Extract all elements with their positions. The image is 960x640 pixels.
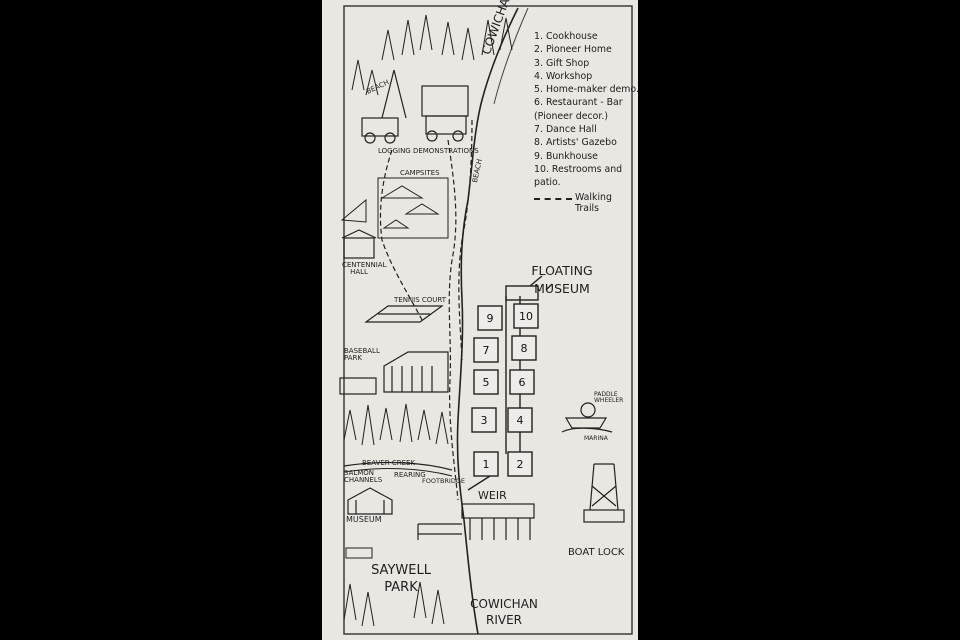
- label-boat-lock: BOAT LOCK: [568, 547, 625, 558]
- legend-item: 10. Restrooms and patio.: [534, 163, 623, 189]
- label-logging-demonstrations: LOGGING DEMONSTRATIONS: [378, 147, 479, 155]
- pontoon-10: [513, 303, 539, 329]
- walking-trail-main: [447, 139, 459, 501]
- legend-item: 7. Dance Hall: [534, 124, 597, 136]
- label-tennis-court: TENNIS COURT: [394, 296, 447, 304]
- map-border: [343, 5, 633, 635]
- legend-walking-trails-label: Walking Trails: [575, 191, 612, 214]
- pontoon-4: [507, 407, 533, 433]
- baseball-park-building: [339, 351, 449, 395]
- label-baseball-park: BASEBALL PARK: [344, 347, 380, 363]
- map-legend: 1. Cookhouse 2. Pioneer Home 3. Gift Sho…: [534, 30, 638, 214]
- pontoon-5: [473, 369, 499, 395]
- label-weir: WEIR: [478, 489, 507, 502]
- label-beaver-creek: BEAVER CREEK: [362, 459, 416, 467]
- pontoon-7: [473, 337, 499, 363]
- pontoon-number-5: 5: [483, 376, 490, 389]
- legend-item: 6. Restaurant - Bar (Pioneer decor.): [534, 97, 623, 122]
- legend-item: 1. Cookhouse: [534, 31, 598, 42]
- pontoon-8: [511, 335, 537, 361]
- pontoon-9: [477, 305, 503, 331]
- label-museum: MUSEUM: [346, 515, 382, 524]
- campsites-area: [340, 177, 449, 239]
- label-cowichan-river: COWICHAN RIVER: [470, 597, 538, 627]
- label-floating-museum: FLOATING MUSEUM: [531, 263, 593, 296]
- shoreline: [456, 7, 519, 635]
- label-centennial-hall: CENTENNIAL HALL: [342, 261, 387, 277]
- logging-area: [361, 69, 469, 144]
- pontoon-number-8: 8: [521, 342, 528, 355]
- centennial-hall-building: [341, 229, 377, 259]
- forest-bottom: [343, 547, 445, 627]
- map-drawing: 1 2 3 4 5 6 7 8 9 10: [339, 5, 633, 635]
- walking-trail-east: [458, 119, 473, 361]
- legend-item: 3. Gift Shop: [534, 57, 590, 69]
- legend-walking-trails: Walking Trails: [534, 192, 634, 214]
- label-paddle-wheeler: PADDLE WHEELER: [594, 391, 624, 405]
- legend-item: 4. Workshop: [534, 70, 593, 82]
- walking-trail-west: [379, 149, 423, 321]
- dashed-line-icon: [534, 197, 572, 200]
- label-salmon-channels: SALMON CHANNELS: [344, 469, 383, 485]
- map-sheet: 1 2 3 4 5 6 7 8 9 10 1. Cookhouse 2. Pio…: [322, 0, 638, 640]
- shoreline-inner: [493, 7, 529, 105]
- museum-building: [347, 487, 393, 515]
- pontoon-number-3: 3: [481, 414, 488, 427]
- weir-structure: [417, 503, 535, 540]
- tennis-court-drawing: [364, 305, 444, 323]
- forest-top: [351, 14, 513, 96]
- pontoon-boxes: [471, 303, 539, 477]
- legend-item: 2. Pioneer Home: [534, 44, 612, 56]
- label-campsites: CAMPSITES: [400, 169, 440, 177]
- pontoon-1: [473, 451, 499, 477]
- label-marina: MARINA: [584, 435, 608, 442]
- beaver-creek: [343, 461, 453, 471]
- pontoon-numbers: 1 2 3 4 5 6 7 8 9 10: [481, 310, 534, 471]
- label-rearing: REARING: [394, 471, 426, 479]
- legend-item: 9. Bunkhouse: [534, 150, 598, 162]
- pontoon-number-4: 4: [517, 414, 524, 427]
- pontoon-number-10: 10: [519, 310, 533, 323]
- boat-lock-structure: [583, 463, 625, 523]
- pontoon-number-6: 6: [519, 376, 526, 389]
- pontoon-number-2: 2: [517, 458, 524, 471]
- label-saywell-park: SAYWELL PARK: [371, 563, 431, 595]
- label-footbridge: FOOTBRIDGE: [422, 477, 465, 485]
- legend-item: 5. Home-maker demo.: [534, 84, 638, 96]
- pontoon-number-7: 7: [483, 344, 490, 357]
- pontoon-2: [507, 451, 533, 477]
- pontoon-6: [509, 369, 535, 395]
- paddle-wheeler-drawing: [561, 402, 613, 433]
- forest-middle: [343, 403, 449, 446]
- pontoon-number-9: 9: [487, 312, 494, 325]
- pontoon-number-1: 1: [483, 458, 490, 471]
- legend-item: 8. Artists' Gazebo: [534, 137, 617, 149]
- pontoon-3: [471, 407, 497, 433]
